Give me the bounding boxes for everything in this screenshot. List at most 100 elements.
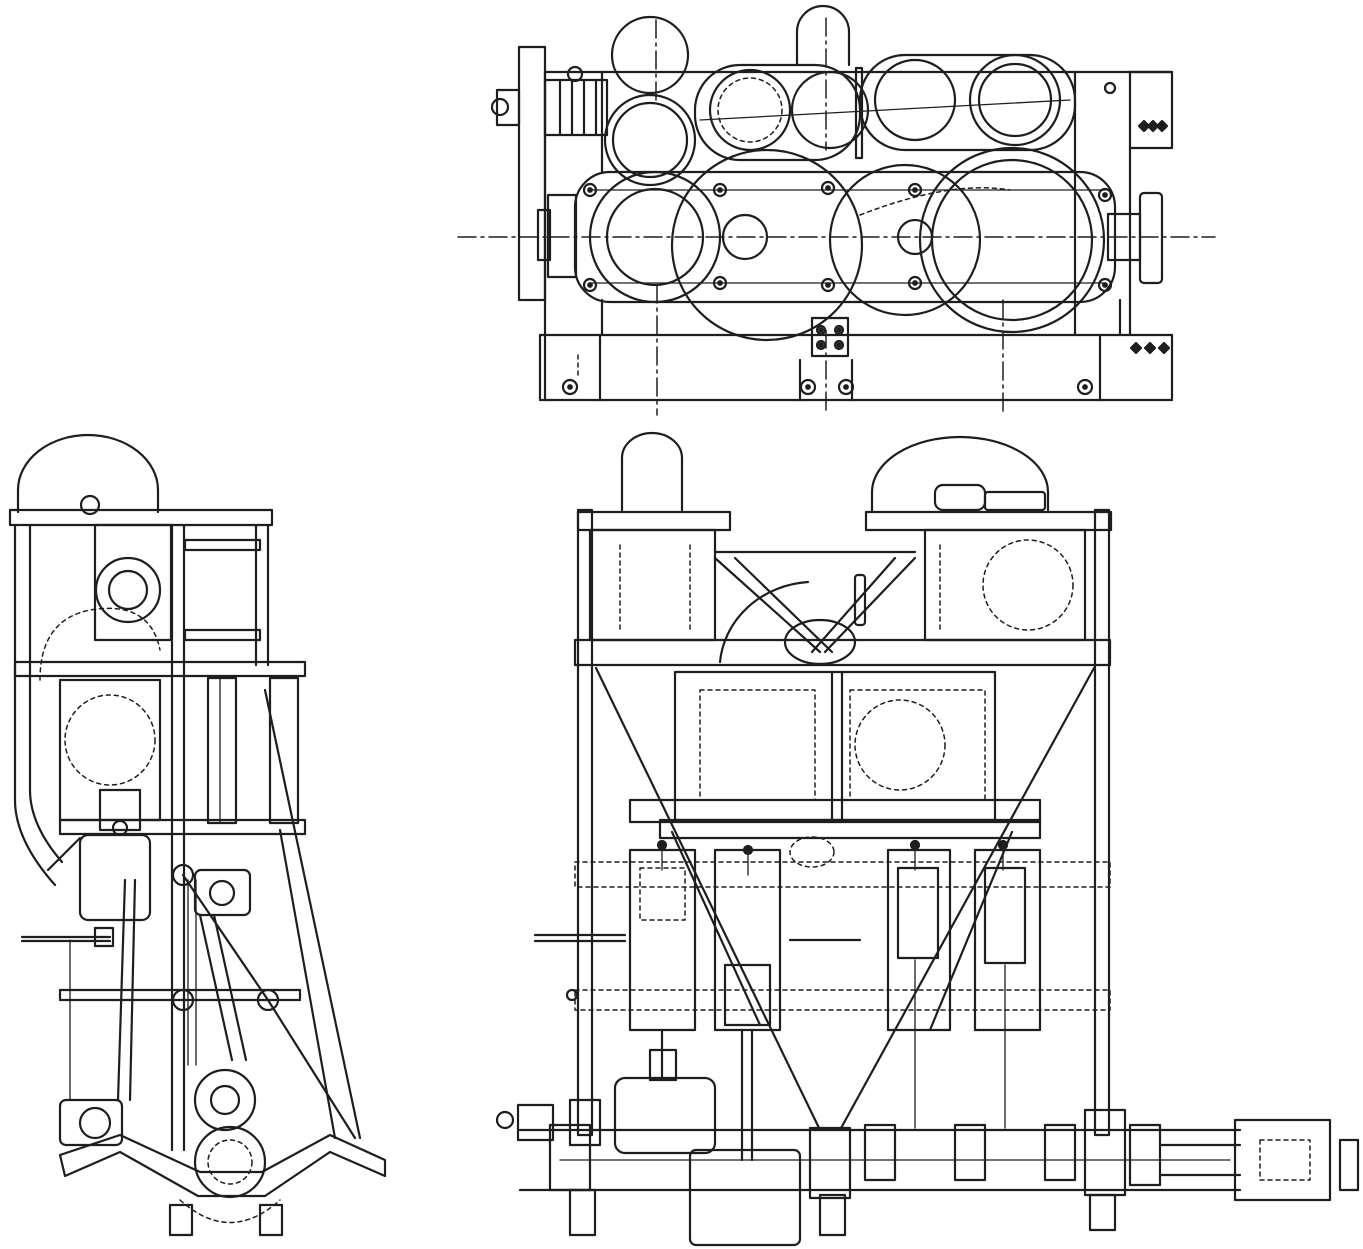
piston-rod-guide bbox=[206, 676, 238, 825]
diagonal-stay bbox=[928, 830, 1014, 1032]
valve-chest bbox=[708, 68, 792, 152]
crankshaft-journal bbox=[207, 1139, 253, 1185]
bolt bbox=[1097, 277, 1113, 293]
bolt bbox=[712, 182, 728, 198]
rivet-mark bbox=[1146, 119, 1160, 133]
bolt bbox=[582, 182, 598, 198]
middle-flange bbox=[13, 660, 307, 678]
crank-journal bbox=[953, 1123, 987, 1182]
bolt bbox=[561, 378, 579, 396]
bearing-nut bbox=[818, 1193, 847, 1237]
bearing-nut bbox=[568, 1188, 597, 1237]
front-elevation-view bbox=[495, 431, 1360, 1247]
valve-chest-casing bbox=[858, 53, 1077, 152]
bolt bbox=[1097, 187, 1113, 203]
lever-knob bbox=[565, 988, 579, 1002]
cylinder-casing bbox=[573, 170, 1117, 304]
lower-flange bbox=[58, 818, 307, 836]
spindle-nut bbox=[909, 839, 921, 851]
turning-gear-boss bbox=[536, 208, 552, 262]
shaft-coupling-flange bbox=[1338, 1138, 1360, 1192]
gauge-fitting bbox=[853, 573, 867, 627]
cylinder-outline bbox=[588, 170, 722, 304]
side-elevation-view bbox=[8, 433, 387, 1237]
inspection-port bbox=[79, 494, 101, 516]
lower-flange bbox=[658, 818, 1042, 840]
tie-rod-collar bbox=[183, 628, 262, 642]
bolt-center bbox=[836, 327, 842, 333]
diagonal-stay bbox=[670, 830, 762, 1027]
bolt bbox=[820, 277, 836, 293]
crosshead bbox=[723, 963, 772, 1027]
valve-chest-axis bbox=[699, 99, 1071, 121]
rivet-mark bbox=[1157, 341, 1171, 355]
tie-rod-collar bbox=[183, 538, 262, 552]
crosshead-pin bbox=[171, 863, 195, 887]
bolt-center bbox=[836, 342, 842, 348]
cylinder-outline bbox=[828, 163, 982, 317]
main-bearing bbox=[808, 1126, 852, 1200]
diagonal-stay bbox=[838, 666, 1096, 1132]
valve-chest-cover bbox=[610, 15, 690, 95]
bolt-center bbox=[843, 384, 849, 390]
bolt bbox=[815, 339, 827, 351]
hidden-cylinder bbox=[64, 694, 156, 786]
port-outer bbox=[94, 556, 162, 624]
bolt-center bbox=[1082, 384, 1088, 390]
thrust-block bbox=[543, 78, 609, 137]
crosshead bbox=[639, 867, 686, 921]
bolt bbox=[799, 378, 817, 396]
turning-gear bbox=[546, 193, 578, 279]
eccentric-strap bbox=[193, 868, 252, 917]
bolt-center bbox=[825, 282, 831, 288]
valve-link bbox=[98, 788, 142, 832]
cylinder-bore bbox=[721, 213, 769, 261]
cylinder-outline bbox=[670, 148, 864, 342]
bolt-center bbox=[1102, 192, 1108, 198]
crosshead-guide bbox=[973, 848, 1042, 1032]
cylinder-hidden-edge bbox=[859, 187, 1011, 216]
eccentric-hidden bbox=[789, 836, 835, 868]
bolt bbox=[815, 324, 827, 336]
upper-stay bbox=[823, 556, 917, 654]
cylinder-hidden-edge bbox=[849, 689, 986, 801]
crank-pin bbox=[209, 1084, 241, 1116]
bolt bbox=[1076, 378, 1094, 396]
bearing-cap bbox=[168, 1203, 194, 1237]
lp-valve-dome bbox=[870, 435, 1050, 512]
connecting-rod bbox=[212, 913, 248, 1062]
valve-chest-bore bbox=[611, 101, 689, 179]
frame-end-block bbox=[1128, 70, 1174, 150]
coupling-bolt bbox=[495, 1110, 515, 1130]
rivet-mark bbox=[1155, 119, 1169, 133]
crank-journal bbox=[863, 1123, 897, 1182]
top-cross-bar bbox=[8, 508, 274, 527]
reversing-shaft bbox=[78, 1106, 112, 1140]
middle-cylinder-block bbox=[58, 678, 162, 822]
valve-chest bbox=[603, 93, 697, 187]
cylinder-bore bbox=[930, 158, 1094, 322]
tail-shaft bbox=[1158, 1143, 1242, 1177]
shaft-flange bbox=[1138, 191, 1164, 285]
port-inner bbox=[107, 569, 149, 611]
crank-web bbox=[613, 1076, 717, 1155]
valve-chest-bore bbox=[717, 77, 783, 143]
bolt-center bbox=[587, 282, 593, 288]
bolt-center bbox=[825, 185, 831, 191]
crank-web-neck bbox=[648, 1048, 678, 1082]
engine-bed bbox=[58, 1133, 387, 1198]
valve-chest bbox=[968, 53, 1062, 147]
hp-cylinder bbox=[588, 528, 717, 642]
cylinder-bore bbox=[605, 187, 705, 287]
diagonal-stay bbox=[594, 666, 822, 1132]
bolt-center bbox=[818, 342, 824, 348]
lp-port-hidden bbox=[982, 539, 1074, 631]
bolt bbox=[712, 275, 728, 291]
flywheel-rim bbox=[517, 45, 547, 302]
middle-flange bbox=[573, 638, 1112, 667]
bed-hidden-outline bbox=[179, 1199, 281, 1224]
bolt-center bbox=[805, 384, 811, 390]
diagonal-stay bbox=[266, 998, 357, 1140]
hidden-passage bbox=[39, 607, 161, 681]
